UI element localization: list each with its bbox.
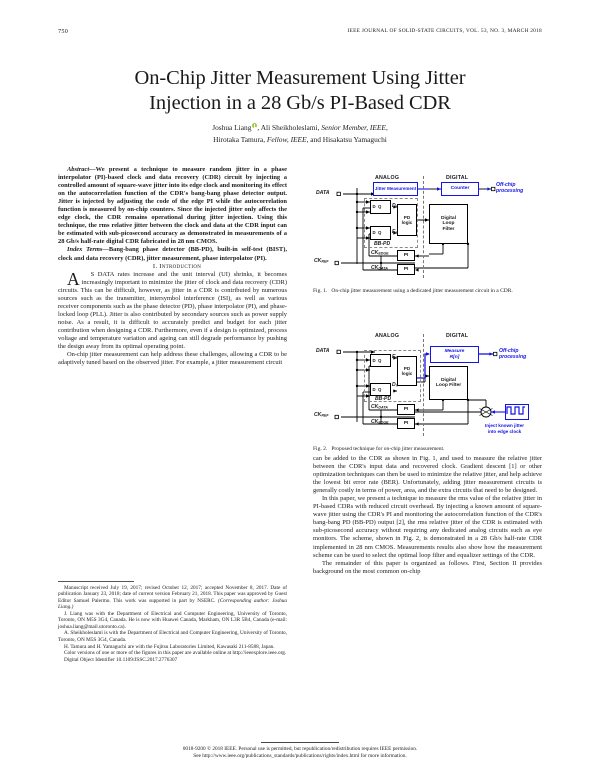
figure-1-caption-label: Fig. 1. bbox=[313, 288, 328, 294]
page-number: 750 bbox=[58, 28, 69, 35]
figure-2-flipflop-2[interactable]: D Q bbox=[370, 383, 391, 396]
author-line-2-end: , and Hisakatsu Yamaguchi bbox=[306, 134, 387, 144]
figure-2-bbpd-dashed-region bbox=[364, 350, 421, 402]
copyright-footer: 0018-9200 © 2018 IEEE. Personal use is p… bbox=[58, 742, 542, 760]
body-right-paragraph-2: In this paper, we present a technique to… bbox=[313, 495, 542, 559]
jitter-measurement-block[interactable]: Jitter Measurement bbox=[373, 182, 418, 196]
copyright-divider bbox=[261, 742, 339, 743]
flipflop-1[interactable]: D Q bbox=[370, 200, 391, 214]
footnote-doi: Digital Object Identifier 10.1109/JSSC.2… bbox=[64, 657, 178, 664]
figure-2-data-label: DATA bbox=[316, 348, 330, 354]
figure-2-en-label: En bbox=[392, 354, 398, 360]
intro-paragraph-2: On-chip jitter measurement can help addr… bbox=[58, 351, 287, 367]
figure-1-ckedge-label: CKEDGE bbox=[371, 250, 389, 256]
copyright-line-2: See http://www.ieee.org/publications_sta… bbox=[193, 753, 407, 759]
orcid-icon[interactable] bbox=[251, 123, 257, 128]
author-list: Joshua Liang , Ali Sheikholeslami, Senior… bbox=[70, 122, 530, 145]
figure-2-caption: Fig. 2. Proposed technique for on-chip j… bbox=[313, 446, 542, 453]
figure-2-caption-label: Fig. 2. bbox=[313, 446, 328, 452]
square-wave-icon bbox=[505, 404, 529, 420]
author-hirotaka-tamura: Hirotaka Tamura, bbox=[213, 134, 267, 144]
title-line-2: Injection in a 28 Gb/s PI-Based CDR bbox=[149, 91, 451, 114]
footnote-affiliation-fujitsu: H. Tamura and H. Yamaguchi are with the … bbox=[64, 643, 275, 650]
section-heading-introduction: I. Introduction bbox=[152, 262, 202, 270]
title-line-1: On-Chip Jitter Measurement Using Jitter bbox=[134, 66, 466, 89]
figure-1-diagram: ANALOG DIGITAL Jitter Measurement Counte… bbox=[313, 172, 542, 284]
figure-1-dn-label: Dn bbox=[392, 203, 398, 209]
phase-interpolator-data-block[interactable]: PI bbox=[397, 264, 415, 275]
drop-cap: A bbox=[67, 268, 80, 289]
figure-1-ckdata-label: CKDATA bbox=[371, 265, 388, 271]
index-terms-lead: Index Terms— bbox=[67, 246, 109, 254]
figure-1-analog-label: ANALOG bbox=[375, 175, 400, 181]
figure-2-ckdata-label: CKDATA bbox=[371, 404, 388, 410]
abstract-body: We present a technique to measure random… bbox=[58, 166, 287, 246]
column-right: can be added to the CDR as shown in Fig.… bbox=[313, 455, 542, 576]
journal-reference: IEEE JOURNAL OF SOLID-STATE CIRCUITS, VO… bbox=[347, 28, 542, 34]
square-wave-glyph bbox=[506, 406, 525, 415]
footnote-affiliation-sheikholeslami: A. Sheikholeslami is with the Department… bbox=[58, 630, 287, 643]
figure-1-bbpd-label: BB-PD bbox=[374, 241, 391, 247]
intro-paragraph-1-text: S DATA rates increase and the unit inter… bbox=[58, 270, 287, 351]
footnote-corresponding-author: (Corresponding author: Joshua Liang.) bbox=[58, 597, 287, 611]
footnote-divider bbox=[58, 581, 134, 582]
figure-1-svg bbox=[334, 186, 496, 272]
index-terms-body: Bang-bang phase detector (BB-PD), built-… bbox=[58, 246, 287, 262]
column-left: Abstract—We present a technique to measu… bbox=[58, 166, 287, 367]
figure-2-digital-label: DIGITAL bbox=[446, 333, 469, 339]
footnote-manuscript-history: Manuscript received July 19, 2017; revis… bbox=[58, 585, 287, 610]
index-terms: Index Terms—Bang-bang phase detector (BB… bbox=[58, 246, 287, 262]
figure-2-caption-text: Proposed technique for on-chip jitter me… bbox=[331, 446, 445, 452]
figure-2-ckedge-label: CKEDGE bbox=[371, 419, 389, 425]
flipflop-2[interactable]: D Q bbox=[370, 226, 391, 240]
figure-1-caption-text: On-chip jitter measurement using a dedic… bbox=[331, 288, 513, 294]
footnote-color-versions: Color versions of one or more of the fig… bbox=[64, 650, 287, 657]
body-right-paragraph-3: The remainder of this paper is organized… bbox=[313, 559, 542, 575]
figure-1-en-label: En bbox=[392, 229, 398, 235]
figure-2-bbpd-label: BB-PD bbox=[375, 396, 392, 402]
author-joshua-liang: Joshua Liang bbox=[212, 123, 252, 132]
figure-2-ckref-label: CKREF bbox=[314, 412, 329, 418]
membership-senior-member: Senior Member, IEEE bbox=[321, 123, 386, 132]
abstract-lead: Abstract— bbox=[67, 166, 96, 173]
figure-2-analog-label: ANALOG bbox=[375, 333, 400, 339]
figure-1: ANALOG DIGITAL Jitter Measurement Counte… bbox=[313, 172, 542, 295]
membership-fellow: Fellow, IEEE bbox=[266, 134, 307, 144]
footnote-manuscript-text: Manuscript received July 19, 2017; revis… bbox=[58, 585, 287, 604]
figure-1-caption: Fig. 1. On-chip jitter measurement using… bbox=[313, 288, 542, 295]
footnote-affiliation-liang: J. Liang was with the Department of Elec… bbox=[58, 610, 287, 630]
figure-2-svg bbox=[334, 349, 505, 426]
analog-digital-divider bbox=[423, 176, 424, 278]
copyright-line-1: 0018-9200 © 2018 IEEE. Personal use is p… bbox=[182, 746, 418, 752]
figure-2-pi-edge-block[interactable]: PI bbox=[397, 418, 415, 429]
figure-2-dn-label: Dn bbox=[392, 382, 398, 388]
figure-1-ckref-label: CKREF bbox=[314, 258, 329, 264]
bbpd-dashed-region bbox=[364, 198, 418, 248]
figure-1-data-label: DATA bbox=[316, 190, 330, 196]
figure-1-digital-label: DIGITAL bbox=[446, 175, 469, 181]
page-title: On-Chip Jitter Measurement Using Jitter … bbox=[52, 66, 548, 116]
abstract: Abstract—We present a technique to measu… bbox=[58, 166, 287, 246]
author-line-1-end: , bbox=[385, 123, 388, 132]
figure-2-pi-data-block[interactable]: PI bbox=[397, 404, 415, 415]
figure-2-flipflop-1[interactable]: D Q bbox=[370, 354, 391, 367]
phase-interpolator-edge-block[interactable]: PI bbox=[397, 250, 415, 261]
body-right-paragraph-1: can be added to the CDR as shown in Fig.… bbox=[313, 455, 542, 495]
author-line-1-rest: , Ali Sheikholeslami, bbox=[257, 123, 322, 132]
counter-block[interactable]: Counter bbox=[441, 182, 479, 196]
running-head: 750 IEEE JOURNAL OF SOLID-STATE CIRCUITS… bbox=[58, 28, 542, 40]
figure-2-analog-digital-divider bbox=[423, 334, 424, 436]
footnote-block: Manuscript received July 19, 2017; revis… bbox=[58, 581, 287, 664]
